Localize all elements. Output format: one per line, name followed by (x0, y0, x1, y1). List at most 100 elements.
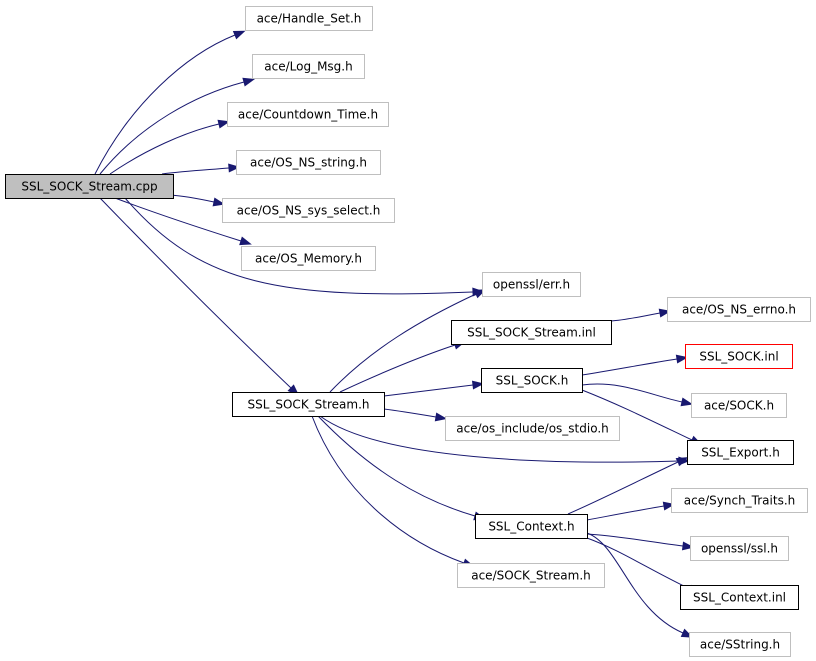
node-label: ace/SOCK.h (704, 399, 774, 413)
edge-line (586, 505, 665, 521)
node-synch-traits[interactable]: ace/Synch_Traits.h (671, 488, 808, 513)
node-label: ace/Countdown_Time.h (238, 108, 378, 122)
arrowhead (675, 354, 689, 364)
node-ssl-sock-h[interactable]: SSL_SOCK.h (481, 368, 583, 393)
node-openssl-err[interactable]: openssl/err.h (482, 272, 581, 297)
edge-line (339, 344, 456, 393)
arrowhead (239, 236, 252, 246)
node-ssl-context-h[interactable]: SSL_Context.h (475, 514, 588, 539)
node-label: SSL_SOCK_Stream.cpp (21, 180, 157, 194)
arrowhead (242, 77, 256, 87)
arrowhead (675, 457, 689, 467)
node-box (685, 344, 793, 369)
node-box (482, 272, 581, 297)
edge-ssl_context_h-to-synch_traits (586, 501, 676, 521)
node-box (481, 368, 583, 393)
edge-ssl_context_h-to-ssl_export (567, 457, 689, 515)
arrowhead (228, 163, 241, 173)
edge-line (586, 532, 684, 634)
node-box (451, 320, 612, 345)
edge-line (610, 312, 661, 322)
node-os-ns-sys-select[interactable]: ace/OS_NS_sys_select.h (222, 198, 395, 223)
node-label: openssl/err.h (493, 278, 570, 292)
node-box (457, 563, 605, 588)
node-box (671, 488, 808, 513)
node-label: ace/Synch_Traits.h (684, 494, 795, 508)
edge-line (581, 383, 683, 403)
node-ace-sock[interactable]: ace/SOCK.h (691, 393, 787, 418)
node-label: SSL_Context.inl (693, 591, 786, 605)
node-box (690, 536, 789, 561)
node-box (227, 102, 389, 127)
node-box (252, 54, 365, 79)
edge-line (99, 81, 245, 175)
edge-line (581, 389, 693, 441)
arrowhead (212, 197, 226, 207)
arrowhead (232, 30, 246, 40)
node-box (475, 514, 588, 539)
node-stream-h[interactable]: SSL_SOCK_Stream.h (232, 392, 385, 417)
node-log-msg[interactable]: ace/Log_Msg.h (252, 54, 365, 79)
node-label: ace/OS_NS_errno.h (682, 303, 796, 317)
node-label: ace/SString.h (700, 638, 780, 652)
edge-stream_h-to-os_stdio (383, 408, 448, 422)
edge-root-to-log_msg (99, 77, 256, 175)
edge-line (329, 293, 477, 393)
edge-line (169, 194, 215, 203)
node-label: ace/os_include/os_stdio.h (456, 422, 609, 436)
node-box (680, 585, 799, 610)
edge-ssl_sock_h-to-ace_sock (581, 383, 694, 407)
arrowhead (681, 541, 695, 551)
node-label: openssl/ssl.h (701, 542, 778, 556)
node-handle-set[interactable]: ace/Handle_Set.h (245, 6, 373, 31)
node-label: ace/OS_NS_sys_select.h (237, 204, 381, 218)
node-label: ace/OS_Memory.h (255, 252, 362, 266)
node-sock-inl[interactable]: SSL_SOCK.inl (685, 344, 793, 369)
edge-line (161, 167, 230, 175)
node-os-memory[interactable]: ace/OS_Memory.h (241, 246, 376, 271)
edge-line (586, 533, 684, 547)
edge-line (383, 384, 474, 397)
edge-root-to-countdown (109, 119, 231, 175)
node-box (691, 393, 787, 418)
nodes-layer: SSL_SOCK_Stream.cpp ace/Handle_Set.h ace/L… (5, 6, 811, 657)
node-openssl-ssl[interactable]: openssl/ssl.h (690, 536, 789, 561)
node-box (5, 174, 174, 199)
edge-line (109, 123, 220, 175)
node-label: SSL_SOCK_Stream.h (247, 398, 369, 412)
edge-root-to-handle_set (94, 30, 246, 175)
node-box (445, 416, 620, 441)
node-sstring[interactable]: ace/SString.h (689, 632, 791, 657)
edge-line (94, 34, 236, 175)
node-label: SSL_SOCK.h (496, 374, 569, 388)
edge-line (124, 197, 474, 295)
edge-stream_inl-to-os_ns_errno (610, 308, 672, 322)
edge-line (317, 415, 476, 517)
node-stream-inl[interactable]: SSL_SOCK_Stream.inl (451, 320, 612, 345)
edge-stream_h-to-stream_inl (339, 340, 466, 393)
node-box (236, 150, 381, 175)
node-box (687, 440, 794, 465)
edge-ssl_sock_h-to-sock_inl (581, 354, 689, 376)
arrowhead (680, 397, 694, 407)
node-root[interactable]: SSL_SOCK_Stream.cpp (5, 174, 174, 199)
node-os-stdio[interactable]: ace/os_include/os_stdio.h (445, 416, 620, 441)
node-sock-stream[interactable]: ace/SOCK_Stream.h (457, 563, 605, 588)
edge-line (383, 408, 437, 418)
node-label: SSL_SOCK.inl (699, 350, 778, 364)
node-label: SSL_Export.h (701, 446, 780, 460)
node-ssl-export[interactable]: SSL_Export.h (687, 440, 794, 465)
node-box (245, 6, 373, 31)
node-os-ns-errno[interactable]: ace/OS_NS_errno.h (667, 297, 811, 322)
edge-ssl_context_h-to-openssl_ssl (586, 533, 695, 551)
edge-line (586, 537, 691, 590)
edge-line (567, 461, 679, 515)
node-countdown[interactable]: ace/Countdown_Time.h (227, 102, 389, 127)
node-os-ns-string[interactable]: ace/OS_NS_string.h (236, 150, 381, 175)
edge-stream_h-to-ssl_sock_h (383, 380, 485, 397)
node-box (232, 392, 385, 417)
node-ssl-context-inl[interactable]: SSL_Context.inl (680, 585, 799, 610)
arrowhead (434, 412, 448, 422)
arrowhead (471, 380, 485, 390)
